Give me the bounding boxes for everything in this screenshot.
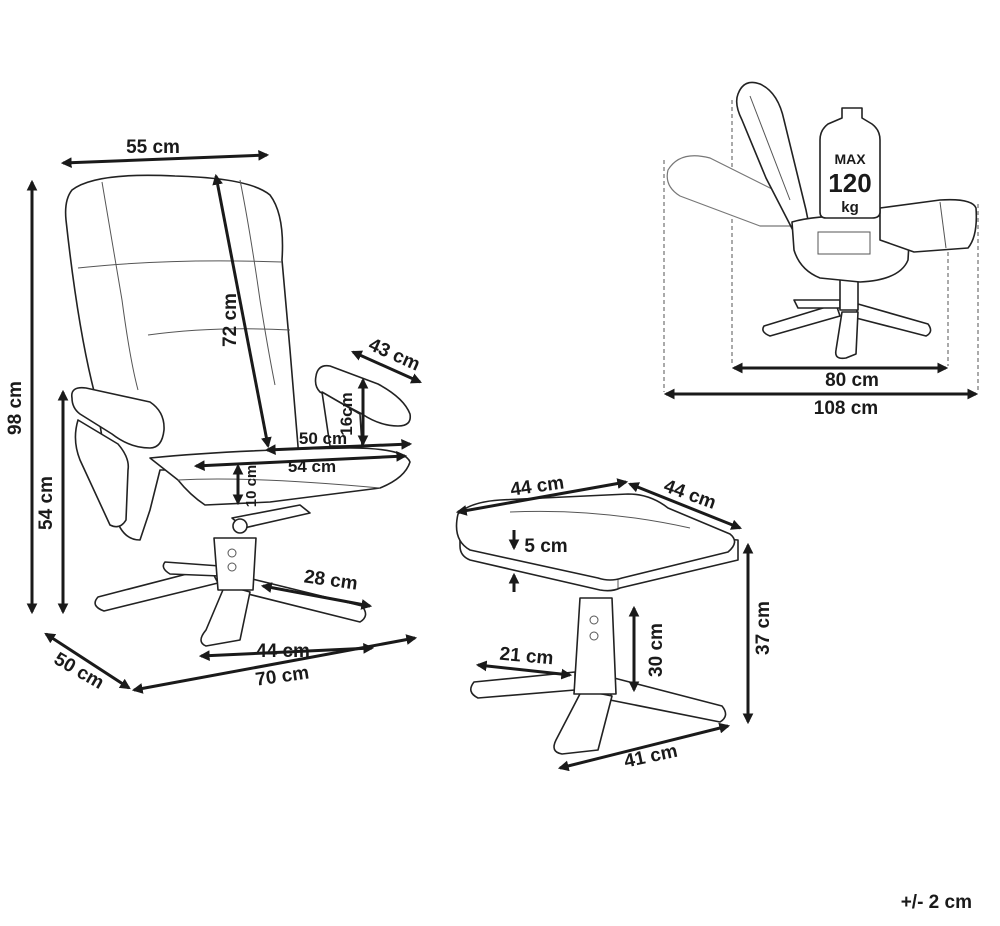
- label-armrest-height: 54 cm: [36, 476, 57, 530]
- label-reclined-depth: 108 cm: [814, 398, 878, 419]
- label-seat-thickness: 10 cm: [243, 465, 260, 508]
- recline-view-drawing: MAX 120 kg: [663, 81, 979, 392]
- label-chair-width: 55 cm: [126, 137, 180, 158]
- label-ottoman-cushion: 5 cm: [524, 536, 567, 557]
- label-seat-depth: 50 cm: [299, 429, 347, 448]
- label-total-height: 98 cm: [5, 381, 26, 435]
- label-chair-base-arm: 28 cm: [303, 566, 359, 594]
- dim-line-seat-depth: [264, 438, 413, 456]
- label-ottoman-height: 37 cm: [753, 601, 774, 655]
- dim-line-ottoman-base-arm: [475, 660, 573, 680]
- dim-line-chair-width: [60, 149, 270, 169]
- tolerance-note: +/- 2 cm: [901, 892, 972, 913]
- label-seat-width: 54 cm: [288, 457, 336, 476]
- label-ottoman-width: 44 cm: [509, 472, 565, 500]
- label-ottoman-column: 30 cm: [646, 623, 667, 677]
- label-backrest-height: 72 cm: [220, 293, 241, 347]
- dim-line-chair-total-width: [131, 634, 418, 694]
- load-unit: kg: [841, 199, 859, 216]
- label-upright-depth: 80 cm: [825, 370, 879, 391]
- chair-dimension-lines: [26, 149, 422, 694]
- dim-line-seat-width: [193, 451, 408, 471]
- load-value: 120: [828, 168, 871, 198]
- label-armrest-above-seat: 16cm: [337, 392, 356, 435]
- dim-line-backrest: [212, 173, 272, 449]
- recline-dimension-labels: 80 cm 108 cm: [814, 370, 879, 419]
- dim-line-ottoman-width: [455, 478, 629, 516]
- dim-line-chair-depth: [44, 632, 131, 690]
- label-chair-base-width: 44 cm: [256, 641, 310, 662]
- load-label: MAX: [834, 151, 866, 167]
- label-ottoman-base-arm: 21 cm: [499, 644, 555, 670]
- dim-line-chair-base-arm: [260, 582, 373, 610]
- dim-line-ottoman-depth: [627, 482, 743, 530]
- ottoman-drawing: [455, 493, 739, 755]
- dim-line-armrest-length: [351, 350, 422, 384]
- ottoman-dimension-lines: [455, 478, 754, 772]
- label-ottoman-base-width: 41 cm: [622, 741, 679, 773]
- recline-dimension-lines: [663, 362, 979, 400]
- dim-line-ottoman-base-width: [557, 722, 731, 772]
